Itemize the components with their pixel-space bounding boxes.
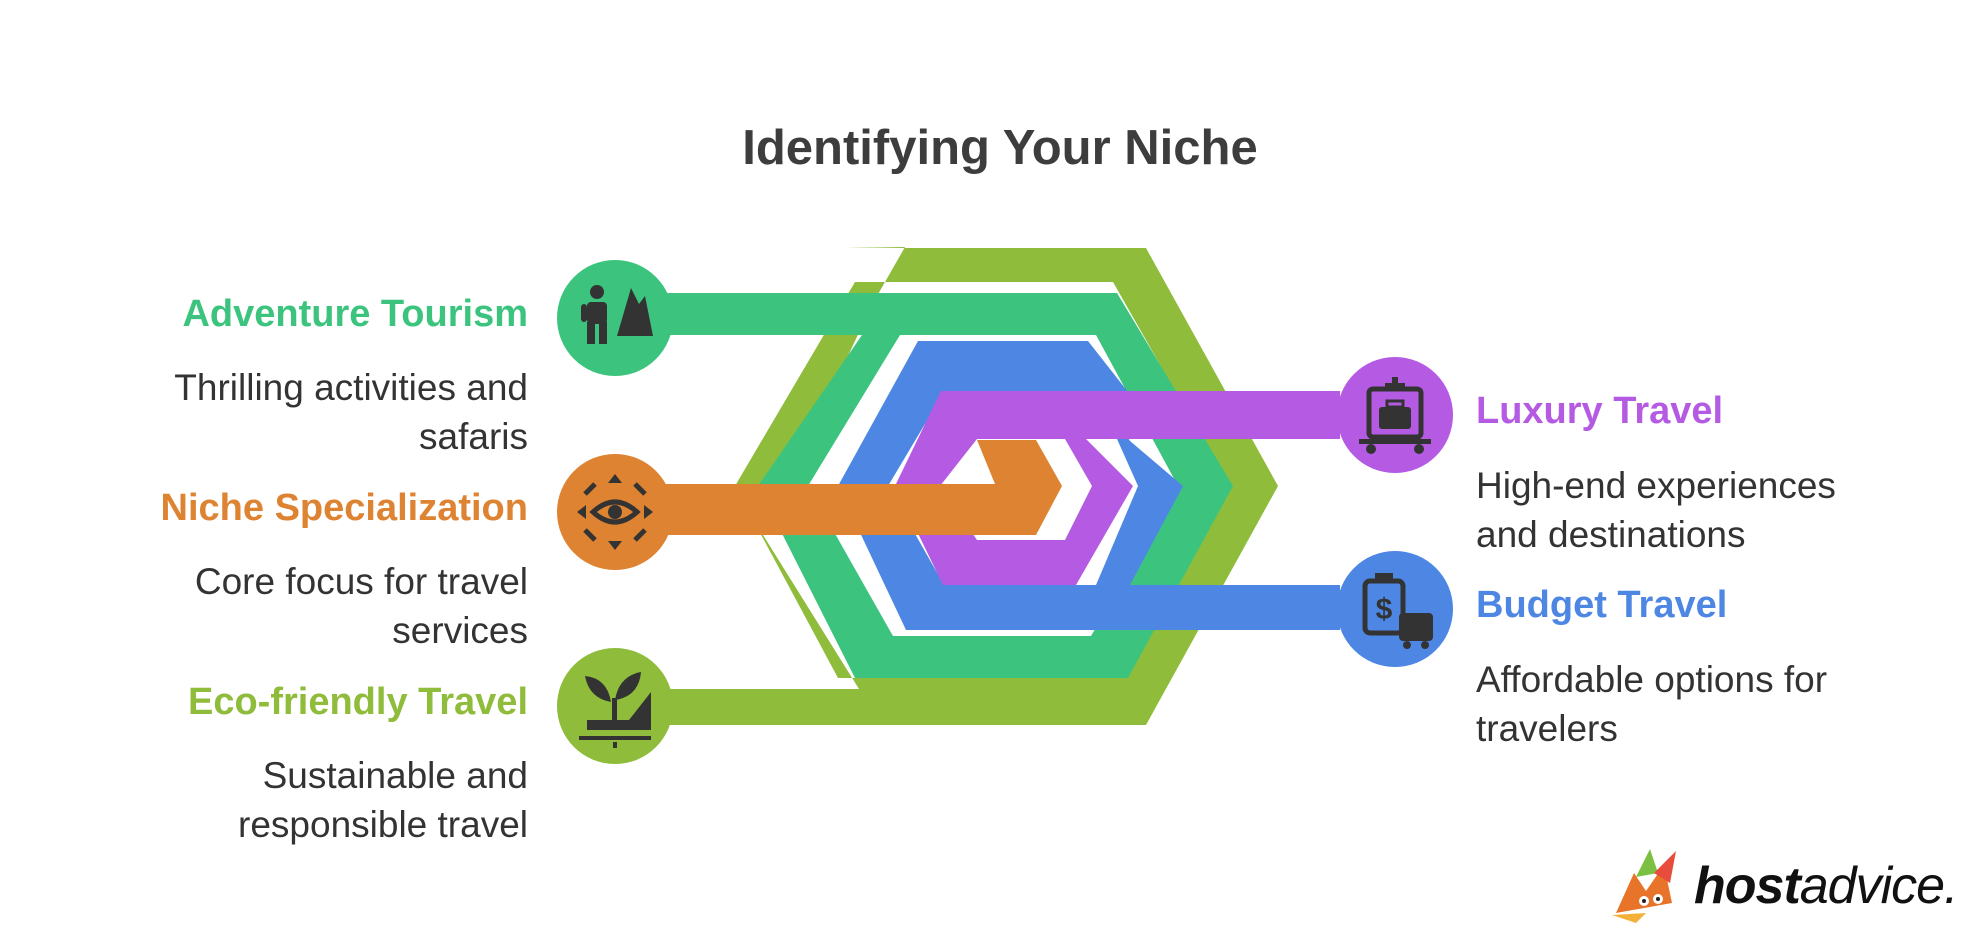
description-line: services [392,610,528,651]
hiker-mountain-icon [581,285,653,344]
luggage-cart-icon [1359,377,1431,454]
adventure-tourism-circle [557,260,673,376]
logo-bold-part: host [1694,857,1801,915]
focus-eye-icon [577,474,653,550]
plant-hand-icon [579,672,651,748]
description-line: safaris [419,416,528,457]
dollar-bus-icon: $ [1362,573,1433,649]
description-line: Core focus for travel [194,561,528,602]
budget-travel-heading: Budget Travel [1476,584,1728,626]
niche-specialization-path [640,440,1062,535]
description-line: High-end experiences [1476,465,1836,506]
description-line: and destinations [1476,514,1746,555]
description-line: Sustainable and [262,755,528,796]
description-line: Thrilling activities and [174,367,528,408]
budget-travel-circle [1337,551,1453,667]
budget-travel-description: Affordable options for travelers [1476,655,1827,753]
logo-wordmark: hostadvice. [1694,843,1959,929]
luxury-travel-description: High-end experiences and destinations [1476,461,1836,559]
description-line: responsible travel [238,804,528,845]
budget-travel-path [838,341,1340,630]
luxury-travel-heading: Luxury Travel [1476,390,1724,432]
page-title: Identifying Your Niche [742,121,1258,175]
eco-friendly-heading: Eco-friendly Travel [187,681,528,723]
niche-specialization-heading: Niche Specialization [160,487,528,529]
niche-specialization-description: Core focus for travel services [195,557,528,655]
eco-friendly-description: Sustainable and responsible travel [238,751,528,849]
hostadvice-logo: hostadvice. [1606,843,1959,929]
description-line: Affordable options for [1476,659,1828,700]
logo-rest-part: advice. [1799,857,1959,915]
adventure-tourism-description: Thrilling activities and safaris [174,363,528,461]
svg-text:$: $ [1376,593,1393,626]
luxury-travel-path [895,391,1340,585]
fox-mascot-icon [1612,849,1676,923]
adventure-tourism-heading: Adventure Tourism [182,293,528,335]
description-line: travelers [1476,708,1618,749]
eco-friendly-path [644,247,1278,725]
